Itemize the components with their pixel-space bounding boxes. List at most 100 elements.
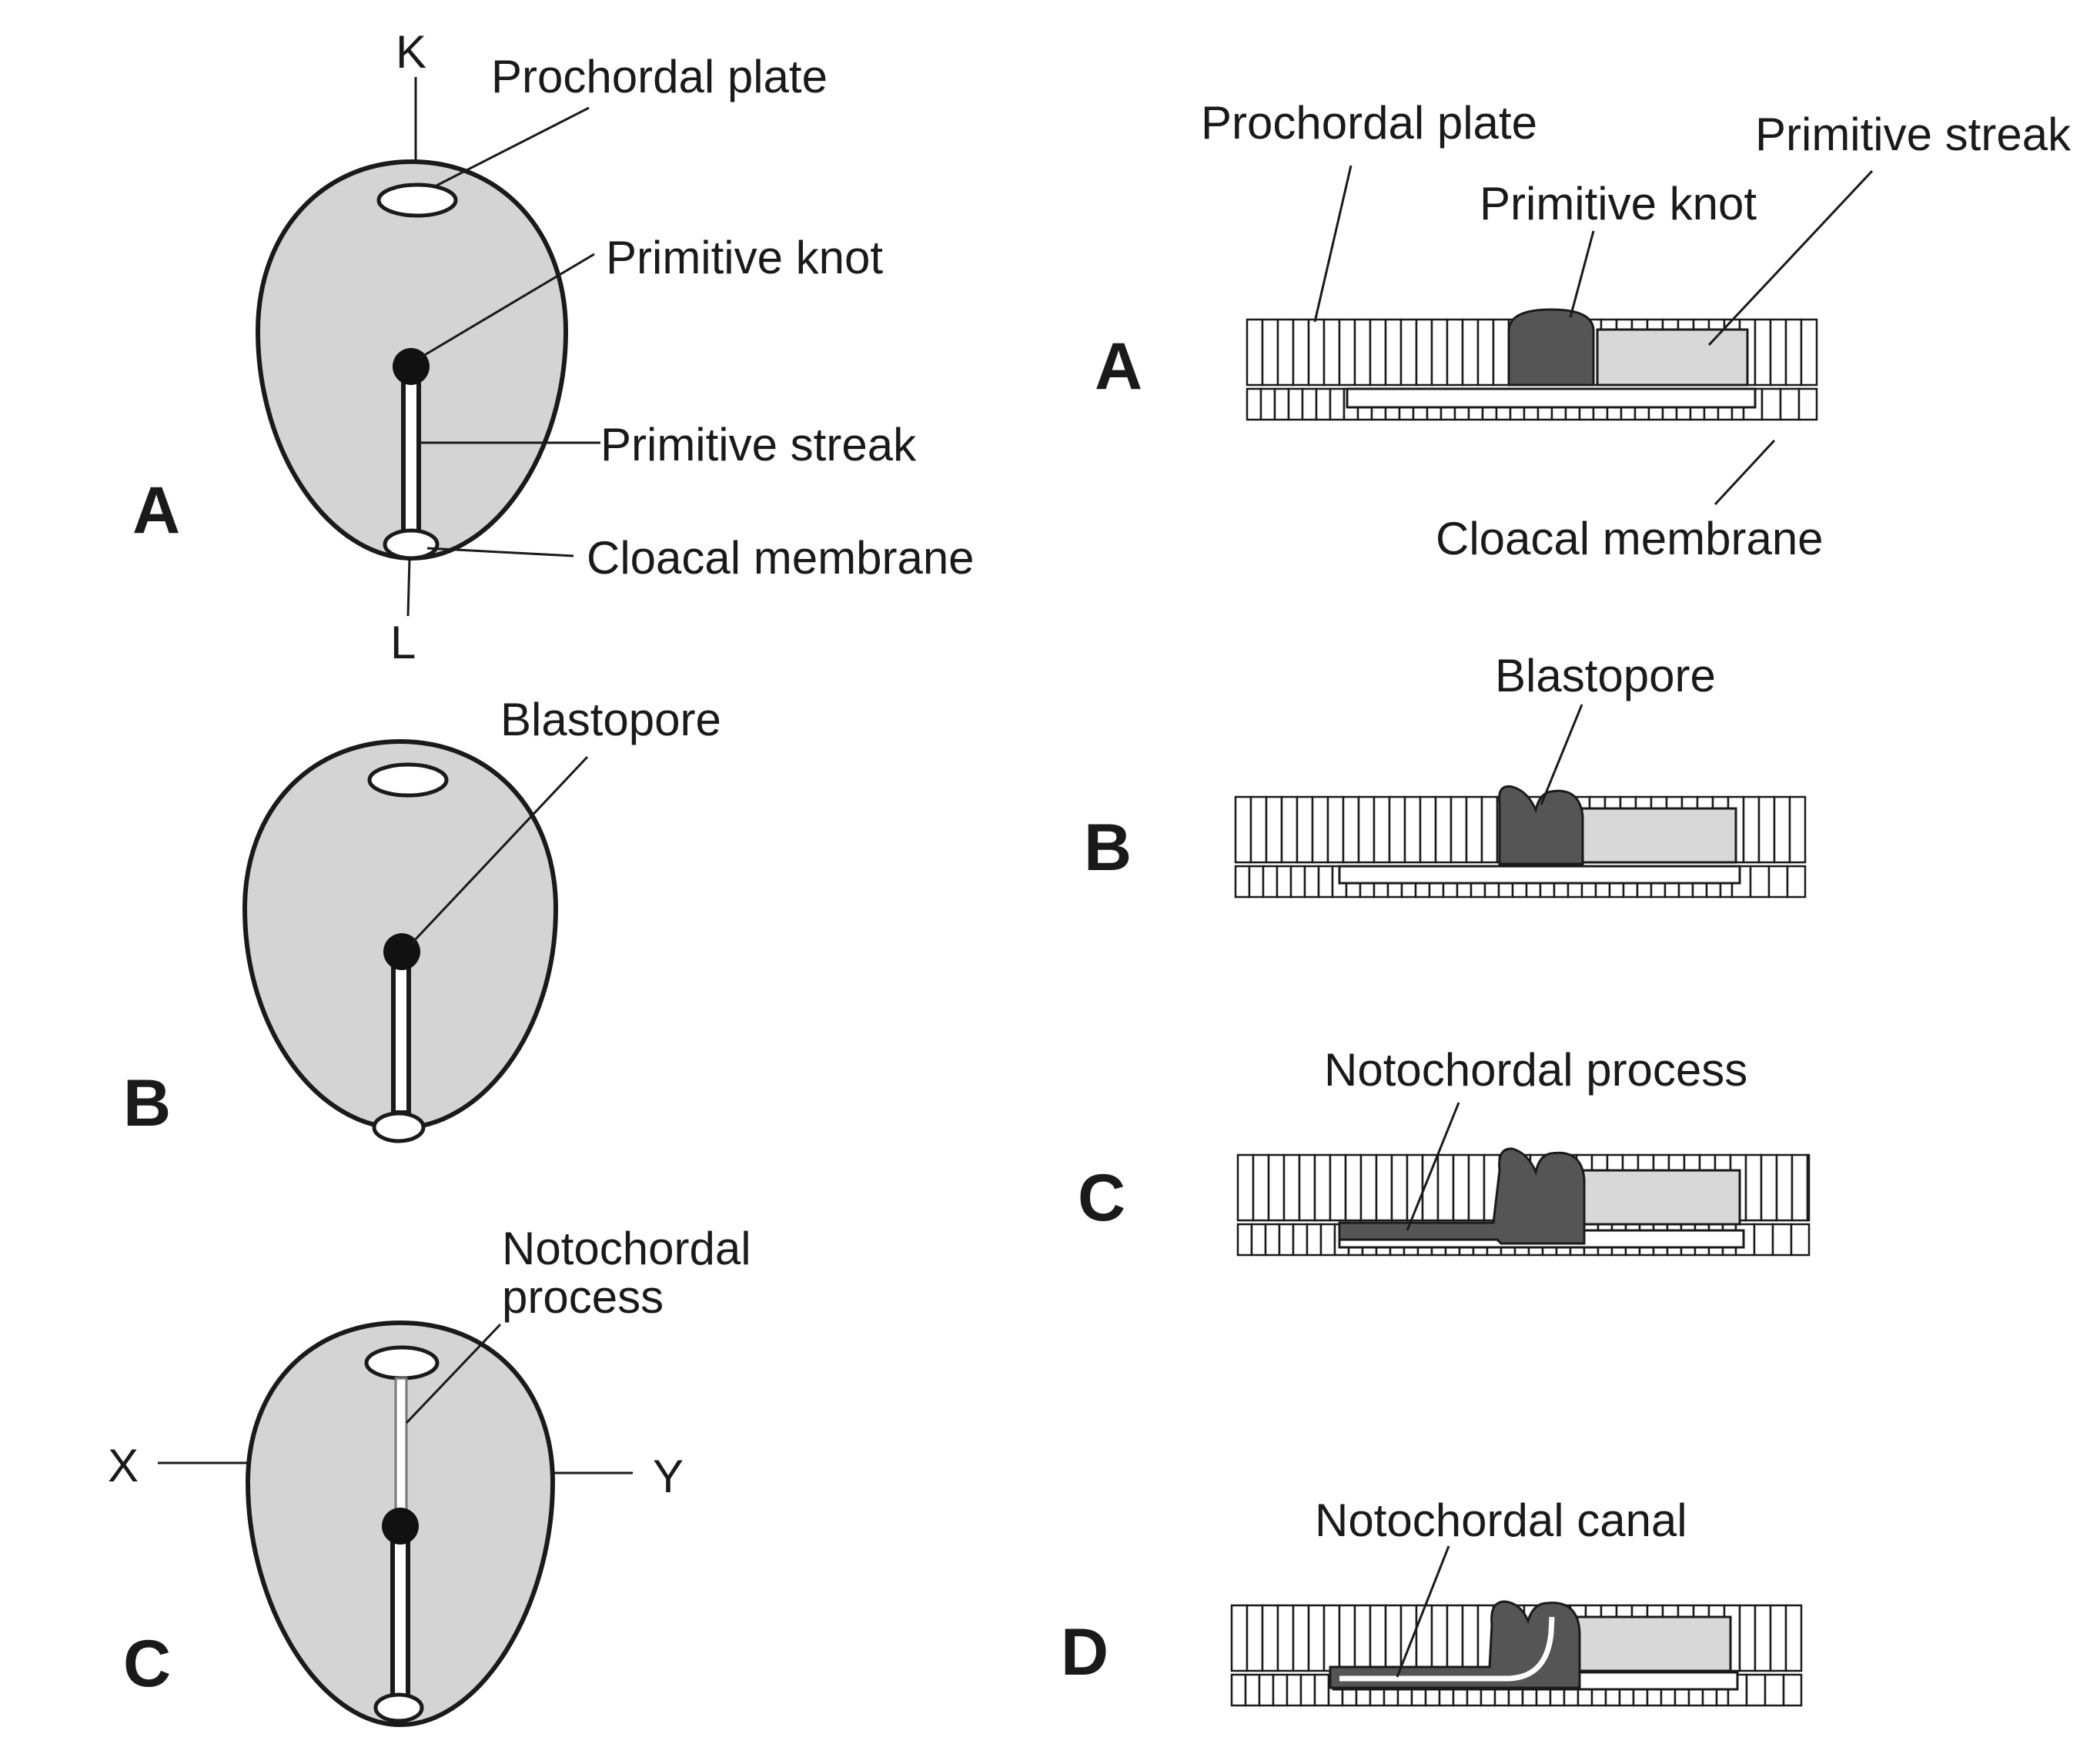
cell: [1753, 1223, 1774, 1257]
cell: [1769, 318, 1787, 387]
primitive-knot-c: [382, 1508, 419, 1545]
cell: [1289, 865, 1306, 899]
cell: [1369, 318, 1387, 387]
prochordal-plate-oval-b: [367, 762, 449, 798]
cell: [1760, 1153, 1778, 1222]
notochordal-process-c: [394, 1377, 408, 1522]
cell: [1436, 1153, 1455, 1222]
cell: [1319, 1223, 1336, 1257]
cell: [1480, 795, 1499, 864]
prochordal-plate-oval-c: [364, 1345, 440, 1381]
cell: [1236, 1153, 1255, 1222]
label-notochordal-left-1: Notochordal: [502, 1223, 751, 1274]
cell: [1757, 795, 1776, 864]
primitive-streak-band-d: [1575, 1615, 1732, 1672]
label-prochordal-plate-left: Prochordal plate: [491, 51, 828, 102]
primitive-knot-a: [393, 348, 430, 385]
cell: [1446, 318, 1464, 387]
cell: [1329, 1153, 1347, 1222]
label-x: X: [108, 1440, 139, 1491]
right-section-b: Blastopore B: [1084, 650, 1807, 899]
cell: [1415, 318, 1433, 387]
cloacal-membrane-oval-c: [373, 1692, 424, 1723]
cell: [1236, 1223, 1253, 1257]
leader-cloacal-right: [1714, 439, 1776, 506]
leader-notochordal-right: [1406, 1102, 1460, 1231]
cell: [1461, 318, 1480, 387]
cell: [1745, 1673, 1767, 1707]
cell: [1375, 1153, 1393, 1222]
left-embryo-b: Blastopore B: [123, 694, 721, 1143]
cell: [1434, 795, 1453, 864]
left-embryo-a: K L Prochordal plate Primitive knot Prim…: [132, 26, 975, 668]
panel-label-left-b: B: [123, 1066, 171, 1140]
cell: [1450, 795, 1468, 864]
cell: [1259, 387, 1276, 421]
cell: [1287, 387, 1304, 421]
leader-streak-right: [1707, 169, 1874, 346]
leader-notochordal-left: [405, 1323, 502, 1424]
cloacal-membrane-oval-a: [383, 528, 440, 561]
cell: [1298, 1153, 1316, 1222]
cell: [1273, 387, 1290, 421]
cell: [1286, 1673, 1302, 1707]
cell: [1806, 1153, 1811, 1222]
cell: [1307, 318, 1326, 387]
primitive-streak-b: [391, 952, 411, 1115]
label-primitive-streak-left: Primitive streak: [600, 419, 917, 470]
endoderm-gap-b: [1338, 865, 1741, 885]
blastopore-mound-b: [1498, 785, 1584, 865]
cell: [1476, 318, 1495, 387]
cell: [1267, 1153, 1286, 1222]
cell: [1252, 1153, 1270, 1222]
cell: [1317, 865, 1334, 899]
cell: [1749, 865, 1771, 899]
label-prochordal-plate-right: Prochordal plate: [1201, 97, 1537, 149]
cell: [1280, 795, 1299, 864]
cell: [1786, 865, 1807, 899]
label-primitive-streak-right: Primitive streak: [1755, 109, 2072, 160]
cell: [1246, 387, 1262, 421]
cell: [1384, 318, 1403, 387]
label-blastopore-left: Blastopore: [500, 694, 721, 745]
cell: [1384, 1604, 1403, 1672]
cell: [1244, 1673, 1261, 1707]
cell: [1791, 1153, 1809, 1222]
cell: [1292, 1604, 1310, 1672]
cell: [1467, 1153, 1486, 1222]
cell: [1782, 1673, 1803, 1707]
cell: [1399, 318, 1418, 387]
leader-cloacal-a: [426, 547, 574, 557]
primitive-streak-band-c: [1580, 1169, 1741, 1226]
cell: [1767, 865, 1789, 899]
cell: [1761, 387, 1782, 421]
cell: [1338, 318, 1356, 387]
cell: [1779, 387, 1801, 421]
cell: [1771, 1223, 1793, 1257]
cell: [1326, 795, 1345, 864]
cell: [1784, 318, 1803, 387]
cell: [1742, 795, 1761, 864]
cell: [1249, 795, 1268, 864]
cell: [1419, 795, 1437, 864]
primitive-streak-a: [401, 367, 421, 537]
right-section-c: Notochordal process C: [1078, 1044, 1811, 1257]
label-l: L: [390, 617, 416, 668]
cell: [1261, 318, 1279, 387]
cell: [1292, 1223, 1309, 1257]
cell: [1323, 1604, 1341, 1672]
primitive-streak-c: [390, 1526, 410, 1706]
panel-label-right-b: B: [1084, 811, 1132, 885]
cell: [1790, 1223, 1811, 1257]
cell: [1338, 1604, 1356, 1672]
cell: [1390, 1153, 1409, 1222]
leader-prochordal-right: [1313, 165, 1353, 323]
panel-label-left-a: A: [132, 474, 180, 547]
cell: [1744, 1153, 1763, 1222]
cell: [1738, 1604, 1757, 1672]
cell: [1313, 1153, 1332, 1222]
cell: [1323, 318, 1341, 387]
cell: [1272, 1673, 1289, 1707]
axis-l-line: [406, 557, 411, 617]
